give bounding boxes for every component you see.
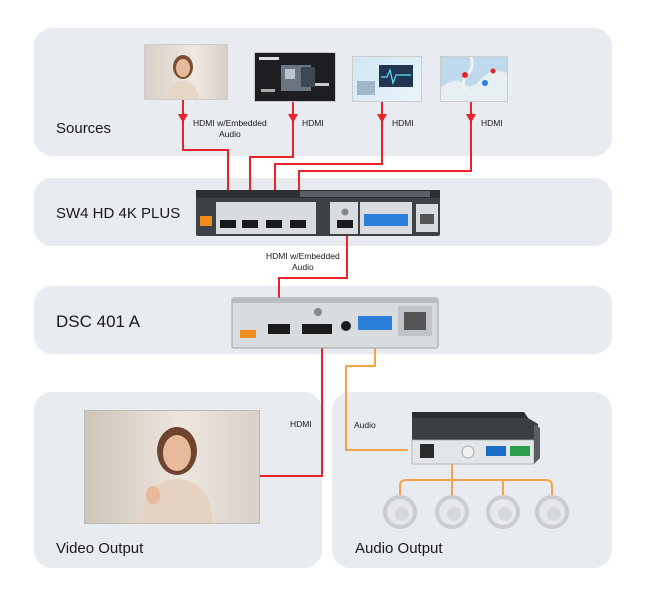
speaker-4 <box>535 495 569 529</box>
cable-label-source-2: HDMI <box>302 118 324 129</box>
speaker-2 <box>435 495 469 529</box>
speaker-1 <box>383 495 417 529</box>
cable-label-audio: Audio <box>354 420 376 431</box>
scaler-device <box>232 298 438 348</box>
speaker-bus <box>400 460 552 496</box>
ceiling-speakers <box>383 495 569 529</box>
cable-video-out <box>260 328 322 476</box>
cable-label-source-1: HDMI w/Embedded Audio <box>193 118 267 140</box>
cable-label-source-3: HDMI <box>392 118 414 129</box>
switcher-device <box>196 190 440 236</box>
amplifier-device <box>412 412 540 464</box>
cable-label-video-out: HDMI <box>290 419 312 430</box>
cable-label-switcher-out: HDMI w/Embedded Audio <box>266 251 340 273</box>
speaker-3 <box>486 495 520 529</box>
cable-label-source-4: HDMI <box>481 118 503 129</box>
